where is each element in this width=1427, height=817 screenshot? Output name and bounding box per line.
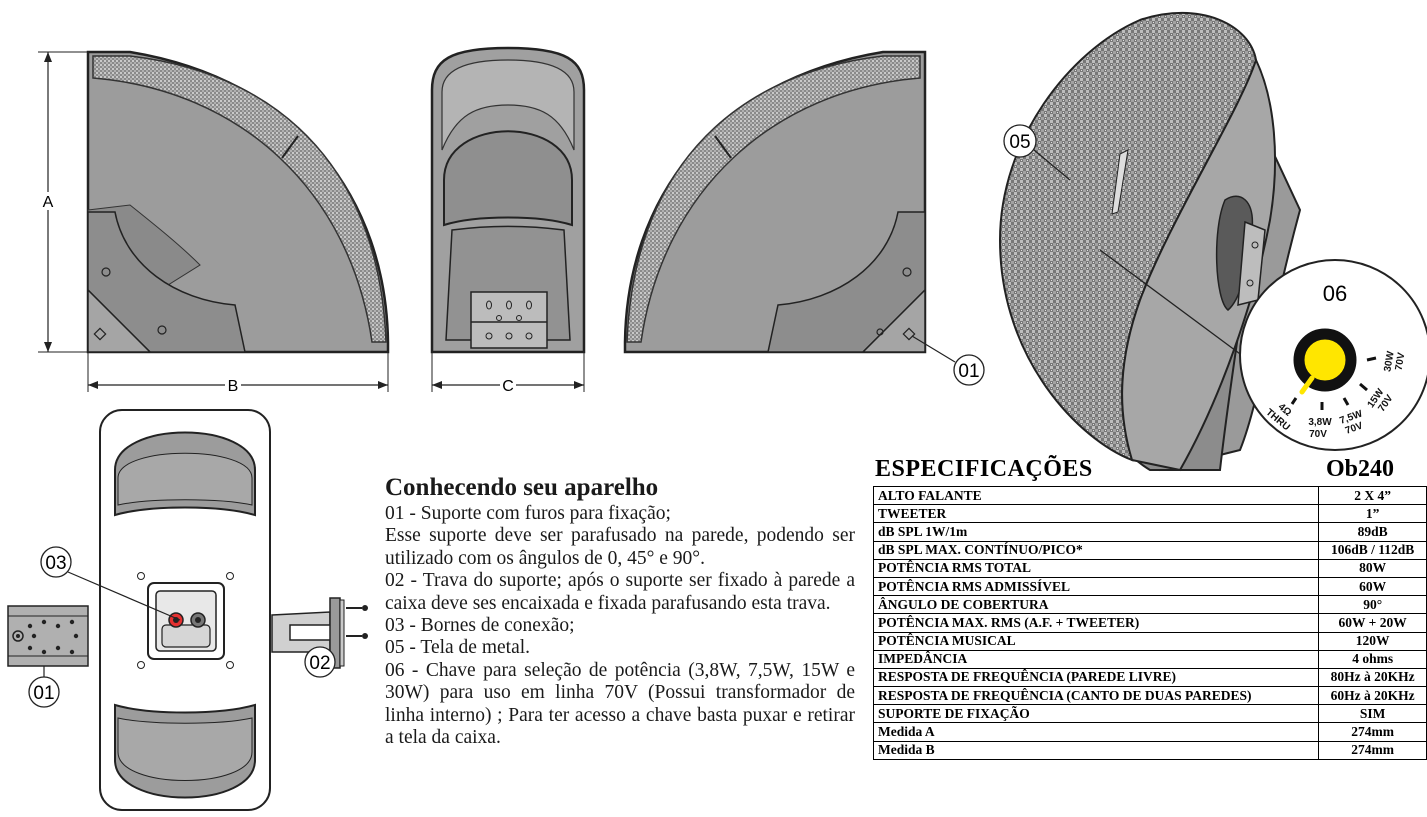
- perspective-view: 05 06 4Ω THRU 3,8W 70V 7,5W 70V 15W 70V …: [998, 11, 1427, 472]
- spec-value: 60Hz à 20KHz: [1318, 686, 1427, 706]
- spec-value: 90°: [1318, 595, 1427, 615]
- spec-label: Medida A: [872, 722, 1320, 742]
- intro-section: Conhecendo seu aparelho 01 - Suporte com…: [385, 474, 855, 749]
- spec-label: POTÊNCIA MAX. RMS (A.F. + TWEETER): [872, 613, 1320, 633]
- intro-item: 02 - Trava do suporte; após o suporte se…: [385, 570, 855, 614]
- intro-title: Conhecendo seu aparelho: [385, 474, 659, 501]
- dim-c-label: C: [502, 378, 514, 395]
- spec-value: 274mm: [1318, 740, 1427, 760]
- spec-label: RESPOSTA DE FREQUÊNCIA (CANTO DE DUAS PA…: [872, 686, 1320, 706]
- spec-label: ÂNGULO DE COBERTURA: [872, 595, 1320, 615]
- spec-value: 4 ohms: [1318, 649, 1427, 669]
- spec-value: 80Hz à 20KHz: [1318, 667, 1427, 688]
- spec-label: dB SPL MAX. CONTÍNUO/PICO*: [872, 540, 1320, 560]
- spec-value: 89dB: [1318, 522, 1427, 542]
- dim-b-label: B: [228, 378, 239, 395]
- spec-label: POTÊNCIA RMS ADMISSÍVEL: [872, 576, 1320, 597]
- callout-01-top: 01: [958, 361, 979, 382]
- spec-label: ALTO FALANTE: [872, 485, 1320, 506]
- callout-01-bottom: 01: [33, 683, 54, 704]
- spec-label: TWEETER: [872, 504, 1320, 524]
- table-row: RESPOSTA DE FREQUÊNCIA (PAREDE LIVRE)80H…: [872, 667, 1427, 688]
- spec-label: IMPEDÂNCIA: [872, 649, 1320, 669]
- selector-pos-5b: 70V: [1394, 352, 1408, 372]
- intro-item: 03 - Bornes de conexão;: [385, 615, 575, 637]
- front-view: C: [430, 46, 586, 395]
- spec-value: 60W: [1318, 576, 1427, 597]
- lock-detail: 02: [271, 597, 368, 678]
- intro-item: 05 - Tela de metal.: [385, 637, 531, 659]
- side-view-right: 01: [623, 50, 985, 386]
- spec-label: POTÊNCIA MUSICAL: [872, 631, 1320, 651]
- spec-value: 80W: [1318, 558, 1427, 578]
- spec-value: 1”: [1318, 504, 1427, 524]
- intro-item: 01 - Suporte com furos para fixação;: [385, 503, 671, 524]
- spec-value: 2 X 4”: [1318, 485, 1427, 506]
- callout-05: 05: [1009, 132, 1030, 153]
- spec-label: Medida B: [872, 740, 1320, 760]
- table-row: POTÊNCIA MAX. RMS (A.F. + TWEETER)60W + …: [872, 613, 1427, 633]
- spec-label: dB SPL 1W/1m: [872, 522, 1320, 542]
- spec-value: 274mm: [1318, 722, 1427, 742]
- specs-title: ESPECIFICAÇÕES: [875, 456, 1093, 482]
- selector-pos-2a: 3,8W: [1308, 417, 1332, 428]
- spec-value: 106dB / 112dB: [1318, 540, 1427, 560]
- spec-label: RESPOSTA DE FREQUÊNCIA (PAREDE LIVRE): [872, 667, 1320, 688]
- spec-value: SIM: [1318, 704, 1427, 724]
- intro-item: Esse suporte deve ser parafusado na pare…: [385, 525, 855, 569]
- side-view-left: A B: [38, 50, 390, 395]
- selector-knob: [1293, 328, 1357, 392]
- spec-label: SUPORTE DE FIXAÇÃO: [872, 704, 1320, 724]
- back-view: 03: [40, 409, 271, 811]
- selector-pos-2b: 70V: [1309, 429, 1327, 440]
- table-row: RESPOSTA DE FREQUÊNCIA (CANTO DE DUAS PA…: [872, 686, 1427, 706]
- spec-value: 120W: [1318, 631, 1427, 651]
- spec-label: POTÊNCIA RMS TOTAL: [872, 558, 1320, 578]
- intro-item: 06 - Chave para seleção de potência (3,8…: [385, 659, 855, 749]
- specs-model: Ob240: [1326, 456, 1395, 482]
- spec-value: 60W + 20W: [1318, 613, 1427, 633]
- callout-03: 03: [45, 553, 66, 574]
- table-row: dB SPL MAX. CONTÍNUO/PICO*106dB / 112dB: [872, 540, 1427, 560]
- callout-06: 06: [1323, 281, 1347, 306]
- callout-02: 02: [309, 653, 330, 674]
- dim-a-label: A: [43, 194, 54, 211]
- bracket-detail: 01: [7, 605, 89, 708]
- selector-pos-5a: 30W: [1382, 350, 1397, 373]
